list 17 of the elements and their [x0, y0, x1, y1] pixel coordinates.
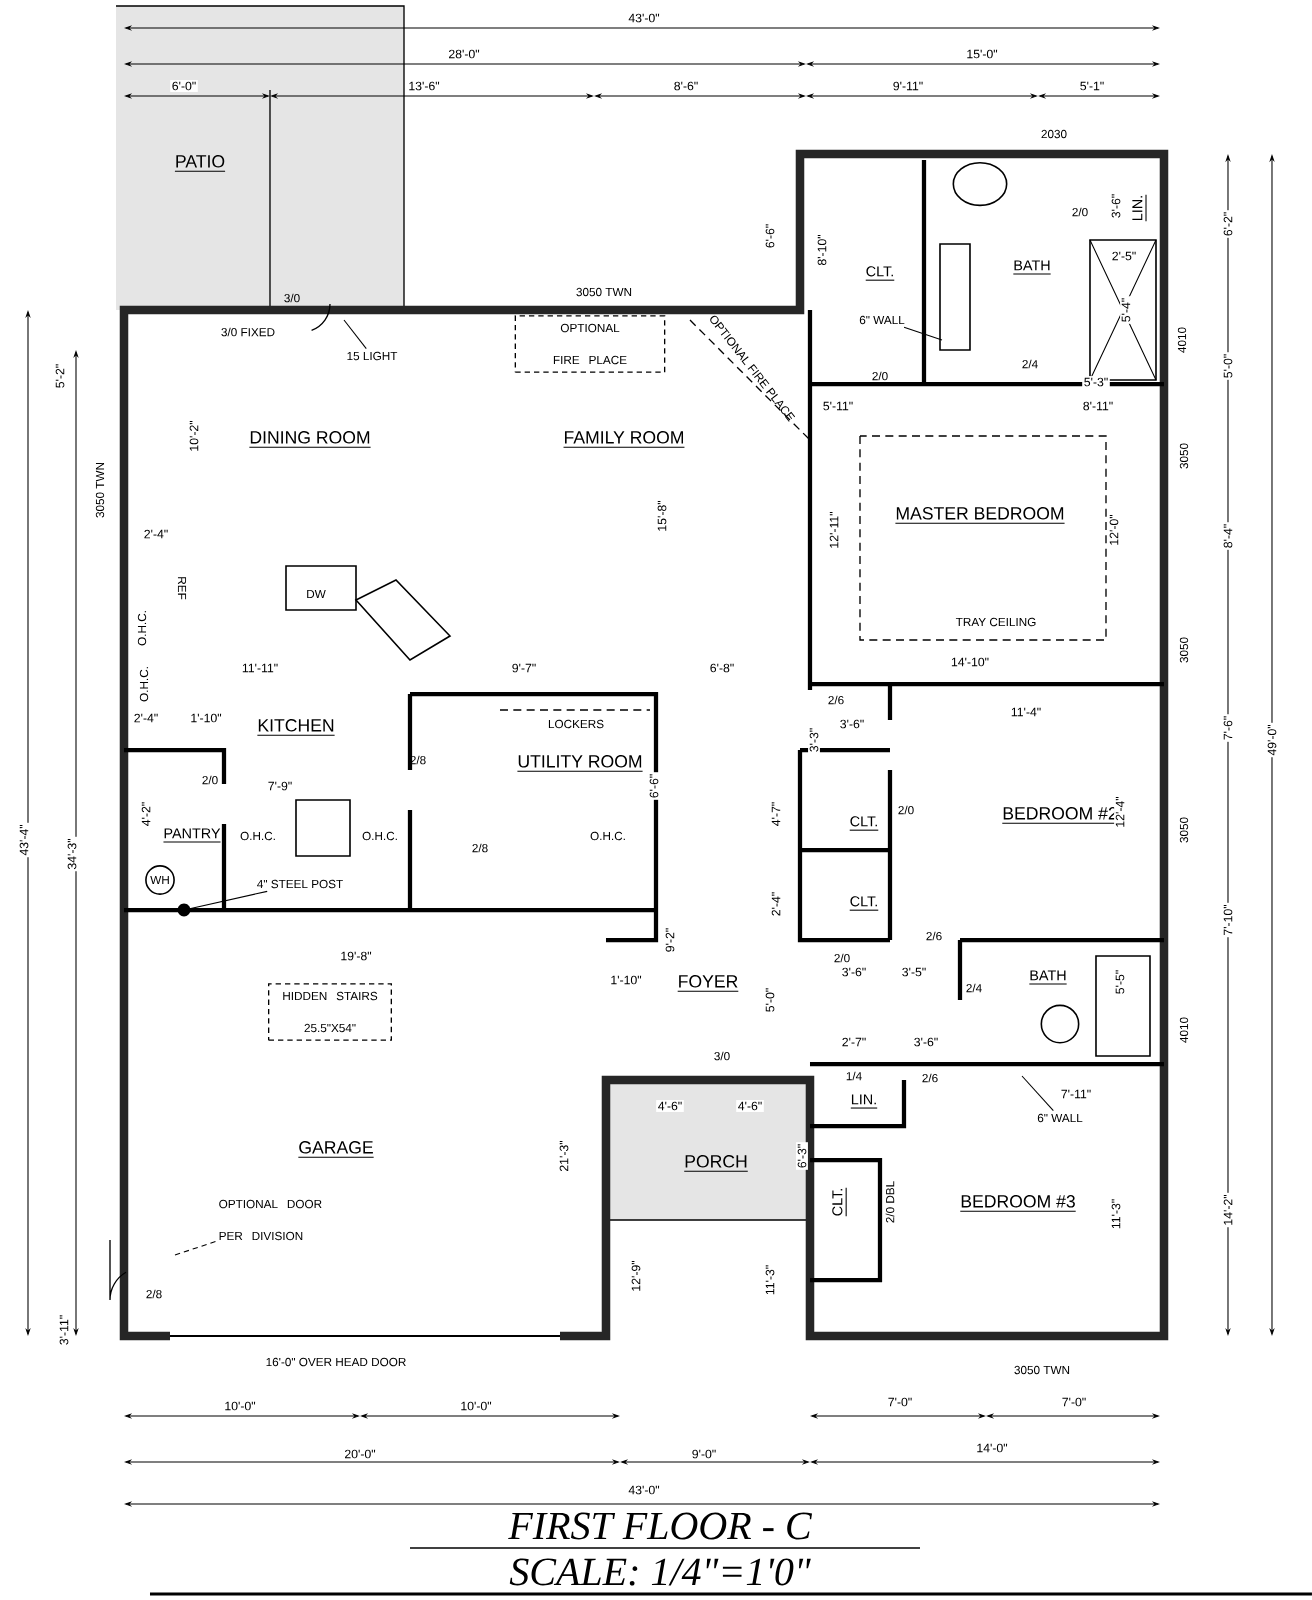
- room-name: KITCHEN: [256, 719, 336, 736]
- room-name: PORCH: [683, 1155, 749, 1172]
- leader-line: [171, 1241, 216, 1257]
- room-name: PATIO: [174, 155, 226, 172]
- room-name: BEDROOM #3: [959, 1195, 1077, 1212]
- room-name: GARAGE: [297, 1141, 375, 1158]
- leader-line: [903, 326, 943, 341]
- leader-line: [190, 890, 268, 910]
- room-name: MASTER BEDROOM: [894, 507, 1066, 524]
- scale-note: SCALE: 1/4"=1'0": [509, 1558, 811, 1586]
- leader-line: [343, 319, 367, 350]
- room-name: FOYER: [677, 975, 739, 992]
- room-name: FAMILY ROOM: [563, 431, 685, 448]
- room-name: UTILITY ROOM: [516, 755, 644, 772]
- room-name: DINING ROOM: [248, 431, 372, 448]
- drawing-title: FIRST FLOOR - C: [508, 1512, 813, 1540]
- leader-line: [1021, 1075, 1054, 1112]
